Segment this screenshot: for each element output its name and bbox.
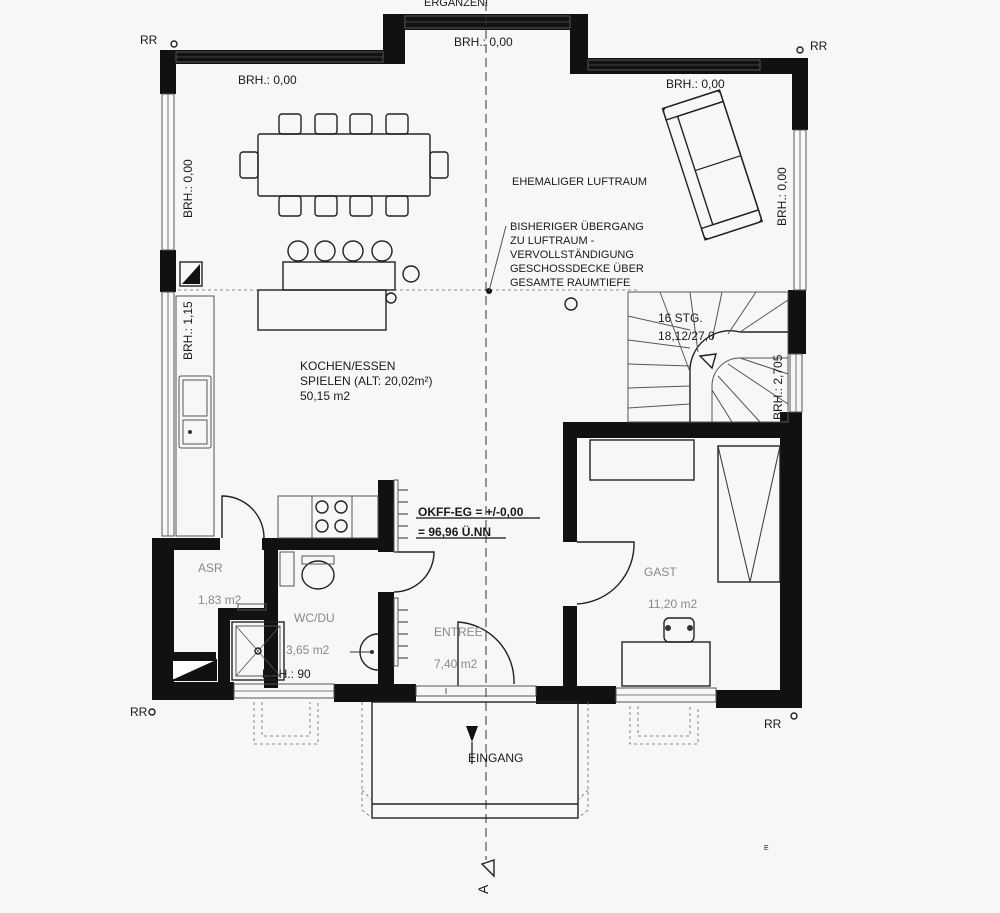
brh-label: BRH.: 0,00 <box>666 77 725 91</box>
rr-label: RR <box>764 717 782 731</box>
rr-marker <box>148 708 156 716</box>
stairs-count: 16 STG. <box>658 311 703 325</box>
brh-label: BRH.: 0,00 <box>181 159 195 218</box>
room-gast-name: GAST <box>644 565 677 579</box>
note-leader <box>488 225 507 292</box>
rr-marker <box>796 46 804 54</box>
brh-label: BRH.: 1,15 <box>181 301 195 360</box>
room-asr-area: 1,83 m2 <box>198 593 242 607</box>
section-label: A <box>475 884 491 894</box>
room-luftraum: EHEMALIGER LUFTRAUM <box>512 176 647 188</box>
entrance-steps <box>361 701 589 819</box>
section-marker-icon <box>480 859 495 878</box>
staircase <box>627 291 789 423</box>
brh-label: BRH.: 0,00 <box>775 167 789 226</box>
room-wc-area: 3,65 m2 <box>286 643 330 657</box>
rr-marker <box>170 40 178 48</box>
level-box <box>416 517 540 539</box>
brh-label: BRH.: 0,00 <box>238 73 297 87</box>
room-kitchen-area: 50,15 m2 <box>300 389 350 403</box>
note-text: ZU LUFTRAUM - <box>510 235 595 247</box>
rr-marker <box>790 712 798 720</box>
rr-label: RR <box>140 33 158 47</box>
corner-mark: E <box>764 845 769 852</box>
room-kitchen-name: SPIELEN (ALT: 20,02m²) <box>300 374 433 388</box>
note-text: BISHERIGER ÜBERGANG <box>510 221 644 233</box>
room-gast-area: 11,20 m2 <box>648 597 697 611</box>
top-note: ERGÄNZEN! <box>424 0 488 9</box>
room-wc-name: WC/DU <box>294 611 335 625</box>
entrance-label: EINGANG <box>468 751 523 765</box>
cooktop-counter <box>277 495 379 539</box>
windows <box>161 15 807 703</box>
room-kitchen-name: KOCHEN/ESSEN <box>300 359 395 373</box>
level-okff: OKFF-EG = +/-0,00 <box>418 505 524 519</box>
entrance-arrow <box>466 726 478 742</box>
interior-walls <box>152 422 788 704</box>
brh-label: BRH.: 90 <box>262 667 311 681</box>
room-entree-area: 7,40 m2 <box>434 657 478 671</box>
bathroom-fixtures <box>231 551 379 681</box>
room-entree-name: ENTREE <box>434 625 483 639</box>
note-text: GESAMTE RAUMTIEFE <box>510 277 630 289</box>
sofa <box>661 89 764 241</box>
door-swings <box>221 495 635 697</box>
brh-label: BRH.: 2,705 <box>771 354 785 420</box>
light-wells <box>253 702 699 745</box>
kitchen-counter <box>175 261 215 537</box>
rr-label: RR <box>130 705 148 719</box>
level-nn: = 96,96 Ü.NN <box>418 524 491 539</box>
note-text: VERVOLLSTÄNDIGUNG <box>510 249 634 261</box>
exterior-walls <box>152 14 808 708</box>
brh-label: BRH.: 0,00 <box>454 35 513 49</box>
room-asr-name: ASR <box>198 561 223 575</box>
note-text: GESCHOSSDECKE ÜBER <box>510 263 644 275</box>
kitchen-island <box>257 240 578 331</box>
rr-label: RR <box>810 39 828 53</box>
stairs-dimensions: 18,12/27,0 <box>658 329 715 343</box>
coat-rack <box>393 479 408 667</box>
guest-furniture <box>589 439 781 687</box>
dining-table <box>239 113 449 217</box>
